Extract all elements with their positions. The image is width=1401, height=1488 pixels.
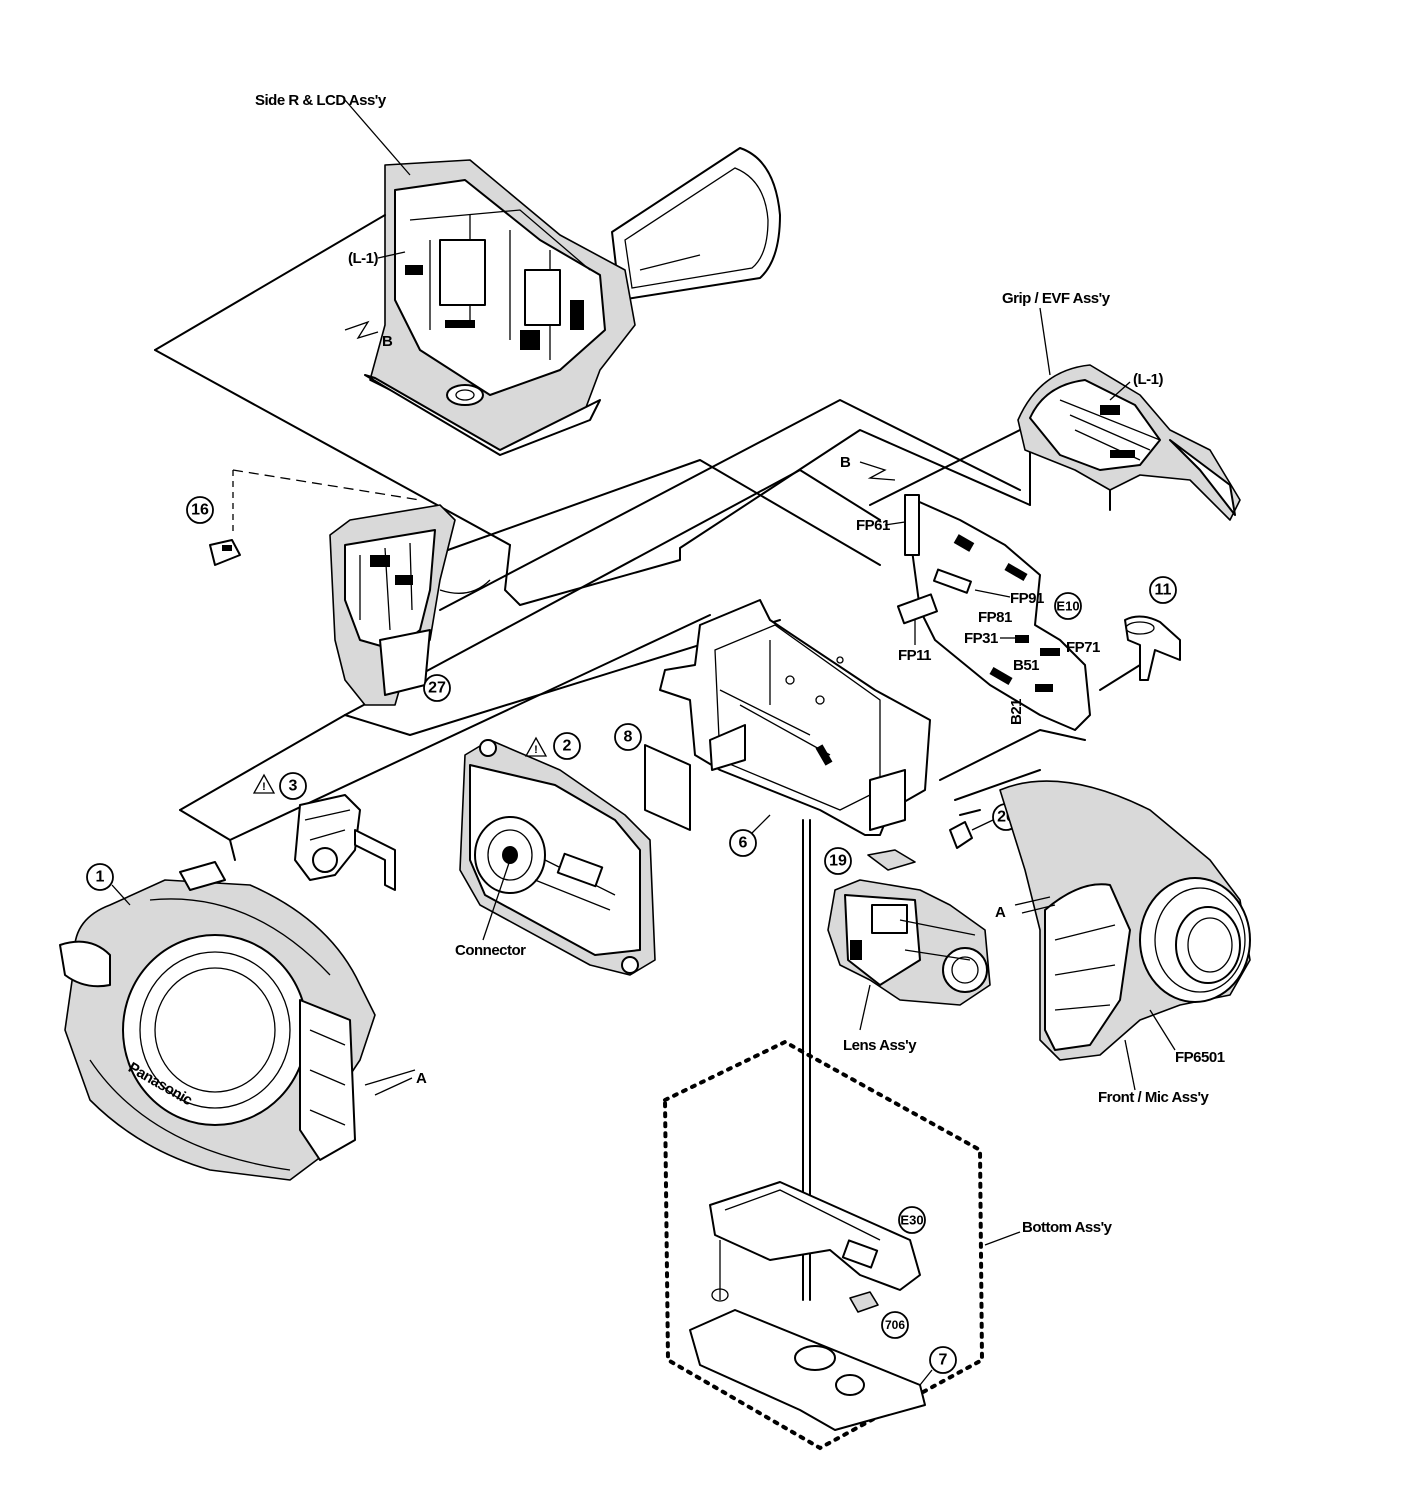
- l1-left-label: (L-1): [348, 250, 378, 267]
- bottom-label: Bottom Ass'y: [1022, 1219, 1113, 1236]
- b21-label: B21: [1008, 699, 1025, 725]
- part-number-706: 706: [885, 1318, 905, 1332]
- bottom-assembly-outline: [662, 1039, 985, 1451]
- part-number-6: 6: [739, 835, 748, 852]
- part-11-flex-cable: [1124, 615, 1181, 681]
- fp11-label: FP11: [898, 647, 931, 664]
- part-6-main-frame: [659, 599, 931, 836]
- lens-label: Lens Ass'y: [843, 1037, 917, 1054]
- part-27-bracket: [329, 504, 491, 706]
- part-19-pad: [867, 849, 916, 871]
- front-mic-label: Front / Mic Ass'y: [1098, 1089, 1210, 1106]
- part-number-2: 2: [563, 738, 572, 755]
- side-r-lcd-assembly: [364, 147, 781, 456]
- e10-label: E10: [1056, 599, 1079, 614]
- front-mic-assembly: [999, 780, 1251, 1061]
- grip-evf-assembly: [1017, 364, 1241, 521]
- ref-mark-a2: A: [995, 904, 1006, 921]
- grip-evf-label: Grip / EVF Ass'y: [1002, 290, 1111, 307]
- fp71-label: FP71: [1066, 639, 1100, 656]
- part-number-1: 1: [96, 869, 105, 886]
- part-2-disc-drive: [459, 739, 656, 976]
- fp81-label: FP81: [978, 609, 1012, 626]
- fp61-label: FP61: [856, 517, 890, 534]
- part-number-11: 11: [1155, 582, 1172, 599]
- side-r-lcd-label: Side R & LCD Ass'y: [255, 92, 387, 109]
- part-1-front-cover: [59, 861, 376, 1181]
- fp31-label: FP31: [964, 630, 998, 647]
- part-16-clip: [209, 539, 241, 566]
- part-number-7: 7: [939, 1352, 948, 1369]
- main-pcb: [896, 494, 1091, 731]
- warning-2: !: [534, 744, 538, 756]
- fp6501-label: FP6501: [1175, 1049, 1225, 1066]
- ref-mark-b2: B: [840, 454, 851, 471]
- l1-right-label: (L-1): [1133, 371, 1163, 388]
- lens-assembly: [827, 879, 991, 1006]
- ref-mark-a1: A: [416, 1070, 427, 1087]
- connector-label: Connector: [455, 942, 526, 959]
- part-3-mechanism: [294, 794, 396, 891]
- part-7-bottom-plate: [689, 1240, 926, 1431]
- part-number-27: 27: [428, 680, 446, 697]
- bottom-pcb: [709, 1181, 921, 1313]
- part-8-sheet: [644, 744, 691, 831]
- fp91-label: FP91: [1010, 590, 1044, 607]
- warning-3: !: [262, 781, 266, 793]
- part-number-8: 8: [624, 729, 633, 746]
- part-number-19: 19: [829, 853, 847, 870]
- b51-label: B51: [1013, 657, 1039, 674]
- ref-mark-b1: B: [382, 333, 393, 350]
- e30-label: E30: [900, 1213, 923, 1228]
- part-number-3: 3: [289, 778, 298, 795]
- part-number-16: 16: [191, 502, 209, 519]
- part-26-screw: [949, 821, 973, 849]
